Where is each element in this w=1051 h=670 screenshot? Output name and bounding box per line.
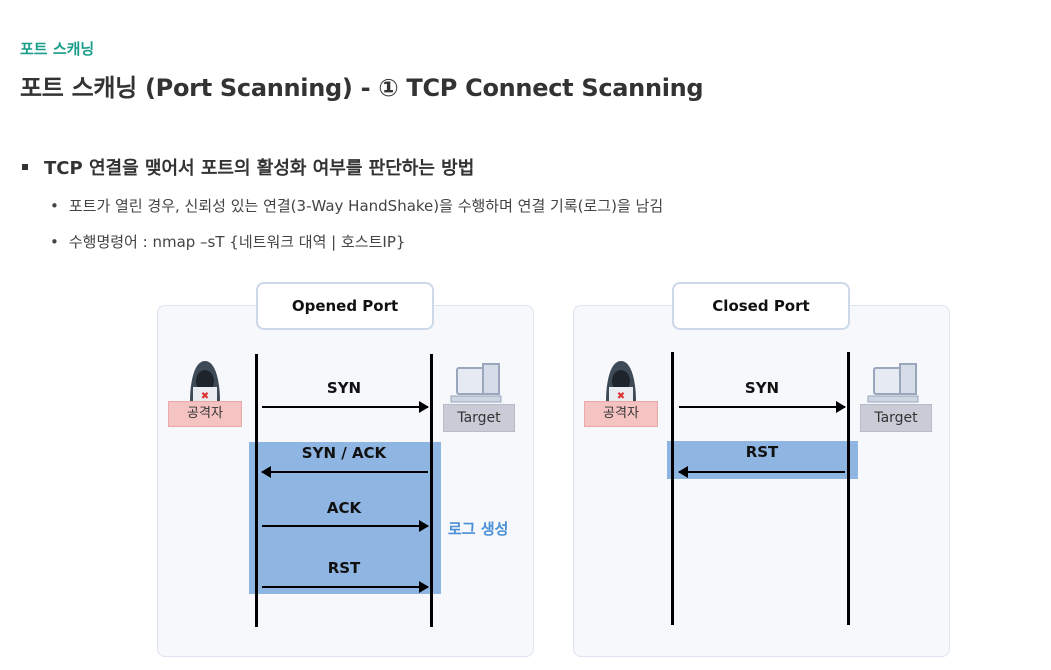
square-bullet-icon bbox=[22, 164, 28, 170]
message-label: RST bbox=[745, 443, 779, 461]
target-label: Target bbox=[860, 404, 932, 432]
message-label: SYN bbox=[326, 379, 362, 397]
target-label: Target bbox=[443, 404, 515, 432]
message-label: SYN bbox=[744, 379, 780, 397]
closed-port-title: Closed Port bbox=[672, 282, 850, 330]
sub-bullet-text: 수행명령어 : nmap –sT {네트워크 대역 | 호스트IP} bbox=[68, 233, 406, 251]
message-label: SYN / ACK bbox=[301, 444, 387, 462]
dot-bullet-icon: • bbox=[50, 233, 59, 251]
log-label: 로그 생성 bbox=[448, 520, 509, 538]
arrow-left bbox=[261, 466, 428, 478]
arrow-right bbox=[679, 401, 846, 413]
computer-icon bbox=[867, 363, 919, 403]
arrow-right bbox=[262, 581, 429, 593]
section-label: 포트 스캐닝 bbox=[20, 40, 95, 58]
hacker-icon: ✖ bbox=[606, 361, 636, 402]
computer-icon bbox=[450, 363, 502, 403]
attacker-timeline bbox=[671, 352, 674, 625]
svg-text:✖: ✖ bbox=[617, 391, 625, 402]
hacker-icon: ✖ bbox=[190, 361, 220, 402]
target: Target bbox=[860, 360, 934, 434]
sub-bullet-text: 포트가 열린 경우, 신뢰성 있는 연결(3-Way HandShake)을 수… bbox=[68, 197, 664, 215]
attacker-timeline bbox=[255, 354, 258, 627]
target-timeline bbox=[430, 354, 433, 627]
sub-bullet: • 수행명령어 : nmap –sT {네트워크 대역 | 호스트IP} bbox=[50, 231, 405, 252]
sub-bullet: • 포트가 열린 경우, 신뢰성 있는 연결(3-Way HandShake)을 … bbox=[50, 195, 663, 216]
opened-port-title: Opened Port bbox=[256, 282, 434, 330]
svg-text:✖: ✖ bbox=[201, 391, 209, 402]
page-title: 포트 스캐닝 (Port Scanning) - ① TCP Connect S… bbox=[20, 74, 704, 102]
message-label: RST bbox=[327, 559, 361, 577]
target-timeline bbox=[847, 352, 850, 625]
arrow-right bbox=[262, 520, 429, 532]
main-bullet-text: TCP 연결을 맺어서 포트의 활성화 여부를 판단하는 방법 bbox=[44, 158, 475, 179]
target: Target bbox=[443, 360, 517, 434]
handshake-band bbox=[249, 442, 441, 594]
attacker-label: 공격자 bbox=[584, 401, 658, 427]
dot-bullet-icon: • bbox=[50, 197, 59, 215]
main-bullet: TCP 연결을 맺어서 포트의 활성화 여부를 판단하는 방법 bbox=[22, 154, 474, 180]
message-label: ACK bbox=[326, 499, 362, 517]
closed-port-panel bbox=[573, 305, 950, 657]
arrow-left bbox=[678, 466, 845, 478]
attacker: ✖ 공격자 bbox=[168, 357, 242, 431]
attacker-label: 공격자 bbox=[168, 401, 242, 427]
arrow-right bbox=[262, 401, 429, 413]
attacker: ✖ 공격자 bbox=[584, 357, 658, 431]
